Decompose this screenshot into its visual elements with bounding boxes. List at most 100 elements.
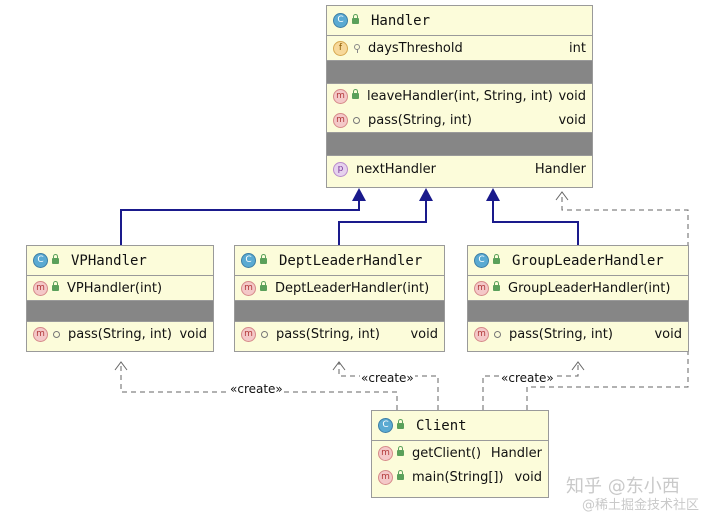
public-lock-icon [493,281,500,291]
group-extends-line [492,200,579,245]
method-icon: m [33,326,48,342]
public-lock-icon [260,281,267,291]
dept-extends-arrow [419,188,433,201]
method-type: void [654,326,682,342]
class-name: GroupLeaderHandler [512,252,664,269]
vphandler-class-box[interactable]: C VPHandler m VPHandler(int) m pass(Stri… [26,245,214,352]
method-row: m pass(String, int) void [235,322,444,346]
handler-class-box[interactable]: C Handler f daysThreshold int m leaveHan… [326,5,593,188]
class-name: Client [416,417,467,434]
public-lock-icon [493,253,500,264]
property-type: Handler [534,161,586,177]
public-lock-icon [397,470,404,480]
method-name: pass(String, int) [276,326,380,342]
watermark-line2: @稀土掘金技术社区 [582,498,700,513]
method-name: pass(String, int) [68,326,172,342]
package-circle-icon [53,330,60,338]
group-class-header: C GroupLeaderHandler [468,246,688,276]
public-lock-icon [352,13,359,24]
constructor-name: GroupLeaderHandler(int) [508,280,671,296]
field-icon: f [333,40,348,56]
class-icon: C [33,253,48,268]
method-icon: m [33,280,48,296]
groupleaderhandler-class-box[interactable]: C GroupLeaderHandler m GroupLeaderHandle… [467,245,689,352]
divider-band [468,301,688,321]
public-lock-icon [52,253,59,264]
method-type: void [514,469,542,485]
field-name: daysThreshold [368,40,463,56]
class-icon: C [474,253,489,268]
package-circle-icon [261,330,268,338]
method-icon: m [241,326,256,342]
method-type: void [558,112,586,128]
method-icon: m [241,280,256,296]
watermark-line1: 知乎 @东小西 [566,476,680,497]
constructor-row: m GroupLeaderHandler(int) [468,276,688,300]
constructor-name: DeptLeaderHandler(int) [275,280,430,296]
create-dept-line [338,362,439,410]
method-row: m pass(String, int) void [468,322,688,346]
create-dept-arrow [332,361,346,371]
method-icon: m [474,280,489,296]
vp-extends-line [120,200,360,245]
method-type: void [179,326,207,342]
method-row: m pass(String, int) void [327,108,592,132]
class-name: DeptLeaderHandler [279,252,423,269]
method-name: pass(String, int) [368,112,472,128]
method-row: m getClient() Handler [372,441,548,465]
public-lock-icon [352,89,359,99]
method-type: void [558,88,586,104]
method-icon: m [333,88,348,104]
public-lock-icon [52,281,59,291]
class-icon: C [378,418,393,433]
class-name: VPHandler [71,252,147,269]
group-extends-arrow [486,188,500,201]
field-row: f daysThreshold int [327,36,592,60]
public-lock-icon [260,253,267,264]
client-class-header: C Client [372,411,548,441]
create-label-dept: «create» [360,371,415,385]
dept-class-header: C DeptLeaderHandler [235,246,444,276]
constructor-row: m VPHandler(int) [27,276,213,300]
method-name: getClient() [412,445,482,461]
protected-key-icon [354,43,360,53]
method-row: m main(String[]) void [372,465,548,489]
constructor-row: m DeptLeaderHandler(int) [235,276,444,300]
method-name: pass(String, int) [509,326,613,342]
divider-band [327,133,592,155]
client-class-box[interactable]: C Client m getClient() Handler m main(St… [371,410,549,498]
create-label-vp: «create» [229,382,284,396]
method-icon: m [474,326,489,342]
package-circle-icon [353,116,360,124]
property-row: p nextHandler Handler [327,156,592,182]
property-icon: p [333,161,348,177]
class-name: Handler [371,12,431,29]
public-lock-icon [397,418,404,429]
property-name: nextHandler [356,161,436,177]
divider-band [235,301,444,321]
method-icon: m [378,445,393,461]
divider-band [27,301,213,321]
handler-class-header: C Handler [327,6,592,36]
method-icon: m [333,112,348,128]
method-type: Handler [490,445,542,461]
create-group-line [482,362,579,410]
deptleaderhandler-class-box[interactable]: C DeptLeaderHandler m DeptLeaderHandler(… [234,245,445,352]
create-vp-arrow [114,361,128,371]
method-type: void [410,326,438,342]
create-label-group: «create» [500,371,555,385]
class-icon: C [333,13,348,28]
method-row: m pass(String, int) void [27,322,213,346]
method-row: m leaveHandler(int, String, int) void [327,84,592,108]
vp-extends-arrow [352,188,366,201]
method-icon: m [378,469,393,485]
divider-band [327,61,592,83]
public-lock-icon [397,446,404,456]
constructor-name: VPHandler(int) [67,280,163,296]
client-handler-arrow [555,191,569,201]
create-group-arrow [571,361,585,371]
method-name: main(String[]) [412,469,504,485]
package-circle-icon [494,330,501,338]
method-name: leaveHandler(int, String, int) [367,88,553,104]
